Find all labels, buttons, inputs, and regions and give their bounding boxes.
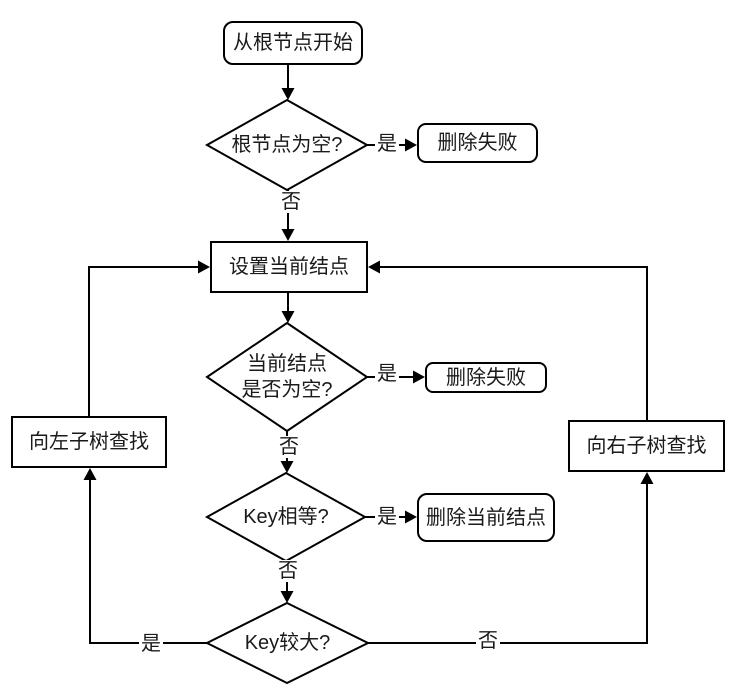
arrowhead-down-root-empty <box>281 88 295 100</box>
arrowhead-right-delete-fail-2 <box>413 370 425 384</box>
edge-key-greater-yes <box>89 480 207 644</box>
diamond-current-empty-line1: 当前结点 <box>247 353 327 375</box>
node-delete-fail-2: 删除失败 <box>425 362 547 393</box>
node-search-right: 向右子树查找 <box>568 420 725 472</box>
diamond-root-empty-label: 根节点为空? <box>231 134 343 156</box>
node-delete-fail-1: 删除失败 <box>417 123 538 163</box>
edge-label-key-greater-no: 否 <box>476 630 500 652</box>
arrowhead-right-delete-current <box>405 510 417 524</box>
node-start: 从根节点开始 <box>223 21 363 65</box>
arrowhead-right-set-current <box>198 260 210 274</box>
diamond-key-greater-label: Key较大? <box>244 632 331 654</box>
diamond-current-empty-shape <box>205 321 369 433</box>
edge-left-loop <box>88 266 199 416</box>
node-delete-current: 删除当前结点 <box>417 493 555 542</box>
edge-key-greater-no <box>368 484 648 644</box>
diamond-key-equal-label: Key相等? <box>243 506 329 528</box>
diamond-root-empty-shape <box>204 98 370 192</box>
arrowhead-right-delete-fail-1 <box>405 138 417 152</box>
edge-label-current-empty-yes: 是 <box>375 363 399 385</box>
edge-label-key-equal-no: 否 <box>276 560 300 582</box>
diamond-current-empty-line2: 是否为空? <box>241 379 333 401</box>
edge-label-key-greater-yes: 是 <box>139 633 163 655</box>
edge-right-loop <box>379 266 648 420</box>
node-search-left: 向左子树查找 <box>11 416 167 468</box>
arrowhead-down-current-empty <box>281 311 295 323</box>
node-set-current: 设置当前结点 <box>210 241 368 293</box>
edge-label-root-empty-yes: 是 <box>375 133 399 155</box>
edge-label-root-empty-no: 否 <box>279 191 303 213</box>
edge-label-current-empty-no: 否 <box>277 436 301 458</box>
arrowhead-up-search-right <box>640 472 654 484</box>
arrowhead-down-key-equal <box>280 461 294 473</box>
diamond-current-empty-label: 当前结点 是否为空? <box>207 323 367 431</box>
edge-label-key-equal-yes: 是 <box>375 506 399 528</box>
arrowhead-down-set-current <box>281 229 295 241</box>
arrowhead-left-set-current <box>368 260 380 274</box>
diamond-key-greater-shape <box>204 601 371 685</box>
arrowhead-down-key-greater <box>280 591 294 603</box>
arrowhead-up-search-left <box>83 468 97 480</box>
